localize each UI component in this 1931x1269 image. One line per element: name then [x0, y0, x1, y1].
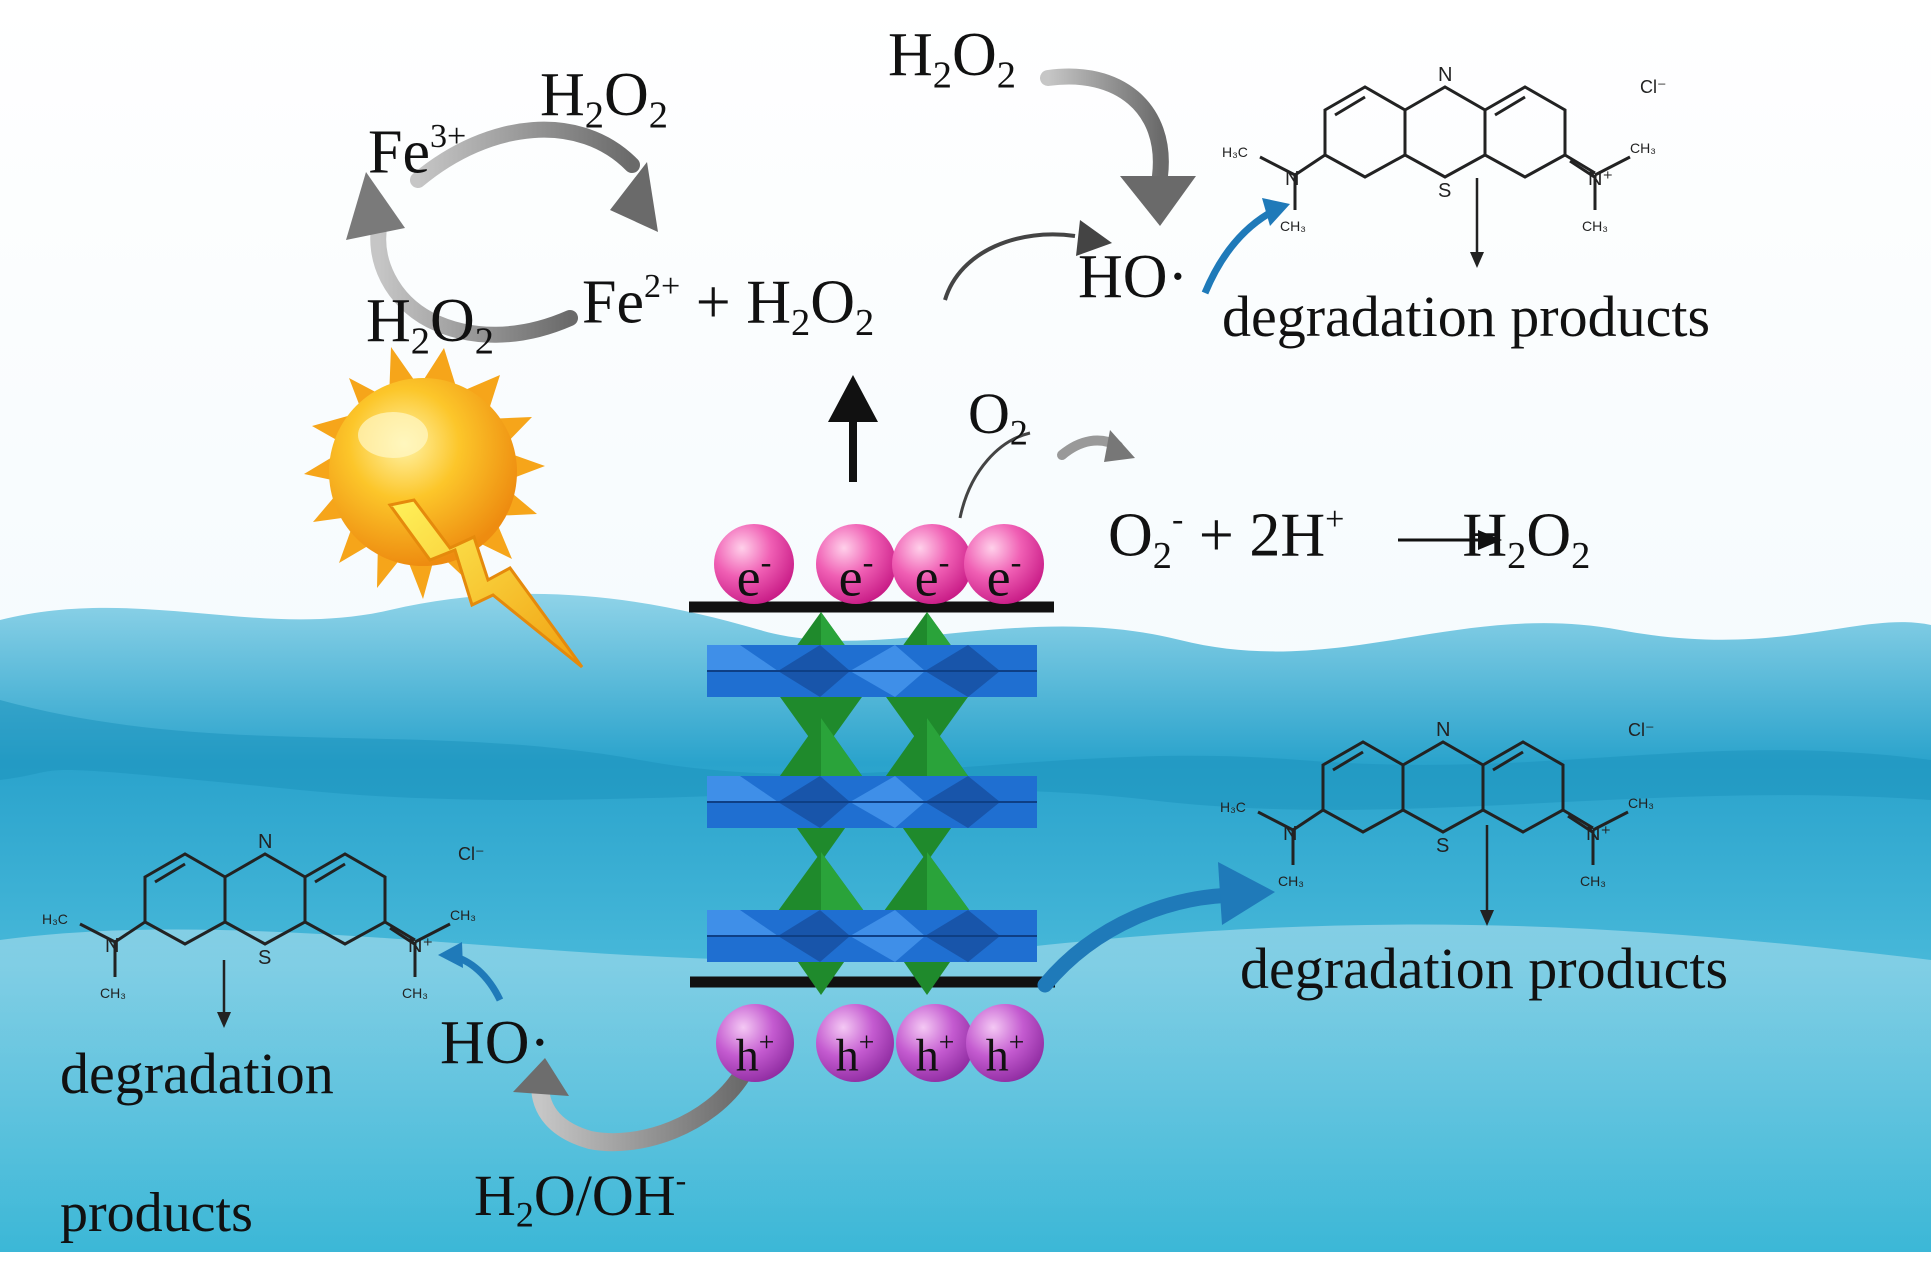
electron: e-	[892, 524, 972, 608]
left-degradation-arrowhead	[217, 1012, 231, 1028]
top-degradation-arrowhead	[1470, 252, 1484, 268]
degradation-products-right: degradation products	[1240, 936, 1729, 1001]
up-arrow-head	[828, 375, 878, 422]
methylene-blue-molecule-top: N S N N⁺ H₃C CH₃ CH₃ CH₃ Cl⁻	[1222, 64, 1667, 234]
degradation-products-top: degradation products	[1222, 284, 1711, 349]
water-hydroxide-label: H2O/OH-	[474, 1162, 687, 1235]
lightning-icon	[387, 498, 584, 669]
fenton-to-ho-arrow	[943, 232, 1076, 301]
valence-to-right-arrowhead	[1218, 862, 1275, 925]
sun-icon	[304, 347, 545, 599]
mb-left-n-center: N	[258, 831, 272, 853]
water-to-ho-arrowhead	[513, 1058, 569, 1096]
ho-top-blue-arrow	[1201, 211, 1270, 295]
mb-right-n-center: N	[1436, 719, 1450, 741]
mb-right-counter-ion: Cl⁻	[1628, 720, 1655, 740]
superoxide-reaction: O2- + 2H+H2O2	[1108, 501, 1591, 577]
mb-top-ch3-c: CH₃	[1630, 140, 1656, 156]
mb-top-n-left: N	[1285, 168, 1299, 190]
fe-cycle-arrow-bottom	[370, 214, 578, 343]
octahedral-layer-top	[707, 645, 1037, 697]
degradation-left-line1: degradation	[60, 1041, 334, 1106]
mb-left-ch3-c: CH₃	[450, 907, 476, 923]
fenton-to-ho-arrowhead	[1076, 220, 1112, 256]
mb-left-n-left: N	[105, 935, 119, 957]
mb-top-counter-ion: Cl⁻	[1640, 77, 1667, 97]
bottom-border	[0, 1252, 1931, 1269]
h2o2-cycle-top: H2O2	[540, 61, 668, 137]
superoxide-reaction-arrowhead	[1478, 530, 1502, 550]
mb-right-ch3-c: CH₃	[1628, 795, 1654, 811]
valence-to-right-arrow	[1037, 887, 1248, 993]
hole: h+	[816, 1004, 894, 1082]
mb-top-ch3-b: CH₃	[1280, 218, 1306, 234]
mb-left-ch3-d: CH₃	[402, 985, 428, 1001]
fenton-reactants: Fe2+ + H2O2	[582, 268, 875, 344]
electron: e-	[816, 524, 896, 608]
water-band	[0, 700, 1931, 810]
mb-top-ch3-d: CH₃	[1582, 218, 1608, 234]
ho-radical-bottom: HO·	[440, 1009, 551, 1077]
h2o2-to-ho-arrow	[1040, 68, 1169, 184]
ho-top-blue-arrowhead	[1262, 198, 1290, 226]
mb-top-n-center: N	[1438, 64, 1452, 86]
mb-right-ch3-b: CH₃	[1278, 873, 1304, 889]
o2-arrow	[958, 431, 1031, 519]
methylene-blue-molecule-left: N S N N⁺ H₃C CH₃ CH₃ CH₃ Cl⁻	[42, 831, 485, 1001]
electron: e-	[964, 524, 1044, 608]
mb-right-ch3-a: H₃C	[1220, 799, 1246, 815]
methylene-blue-molecule-right: N S N N⁺ H₃C CH₃ CH₃ CH₃ Cl⁻	[1220, 719, 1655, 889]
h2o2-top: H2O2	[888, 21, 1016, 97]
hole: h+	[896, 1004, 974, 1082]
mb-left-ch3-a: H₃C	[42, 911, 68, 927]
fe-cycle-arrow-top	[410, 121, 640, 188]
hole: h+	[966, 1004, 1044, 1082]
o2-to-superoxide-arrowhead	[1104, 430, 1135, 462]
octahedral-layer-middle	[707, 776, 1037, 828]
fe-cycle-arrowhead-bottom	[346, 172, 405, 240]
h2o2-to-ho-arrowhead	[1120, 176, 1196, 226]
h2o2-cycle-left: H2O2	[366, 287, 494, 363]
mb-left-ch3-b: CH₃	[100, 985, 126, 1001]
mb-top-n-right: N⁺	[1588, 168, 1613, 190]
mb-top-s-center: S	[1438, 180, 1451, 202]
mb-left-s-center: S	[258, 947, 271, 969]
water-highlight	[0, 924, 1931, 1269]
ho-bottom-blue-arrowhead	[438, 942, 463, 968]
fe-cycle-arrowhead-top	[610, 162, 658, 232]
mb-right-n-right: N⁺	[1586, 823, 1611, 845]
o2-label: O2	[968, 381, 1028, 453]
fe3-label: Fe3+	[368, 118, 467, 187]
mb-top-ch3-a: H₃C	[1222, 144, 1248, 160]
mb-left-n-right: N⁺	[408, 935, 433, 957]
water-to-ho-arrow	[531, 1066, 751, 1152]
right-degradation-arrowhead	[1480, 910, 1494, 926]
ho-radical-top: HO·	[1078, 243, 1189, 311]
mb-right-ch3-d: CH₃	[1580, 873, 1606, 889]
octahedral-layer-bottom	[707, 910, 1037, 962]
degradation-left-line2: products	[60, 1182, 253, 1244]
mb-right-s-center: S	[1436, 835, 1449, 857]
electron: e-	[714, 524, 794, 608]
hole: h+	[716, 1004, 794, 1082]
mb-left-counter-ion: Cl⁻	[458, 844, 485, 864]
mb-right-n-left: N	[1283, 823, 1297, 845]
